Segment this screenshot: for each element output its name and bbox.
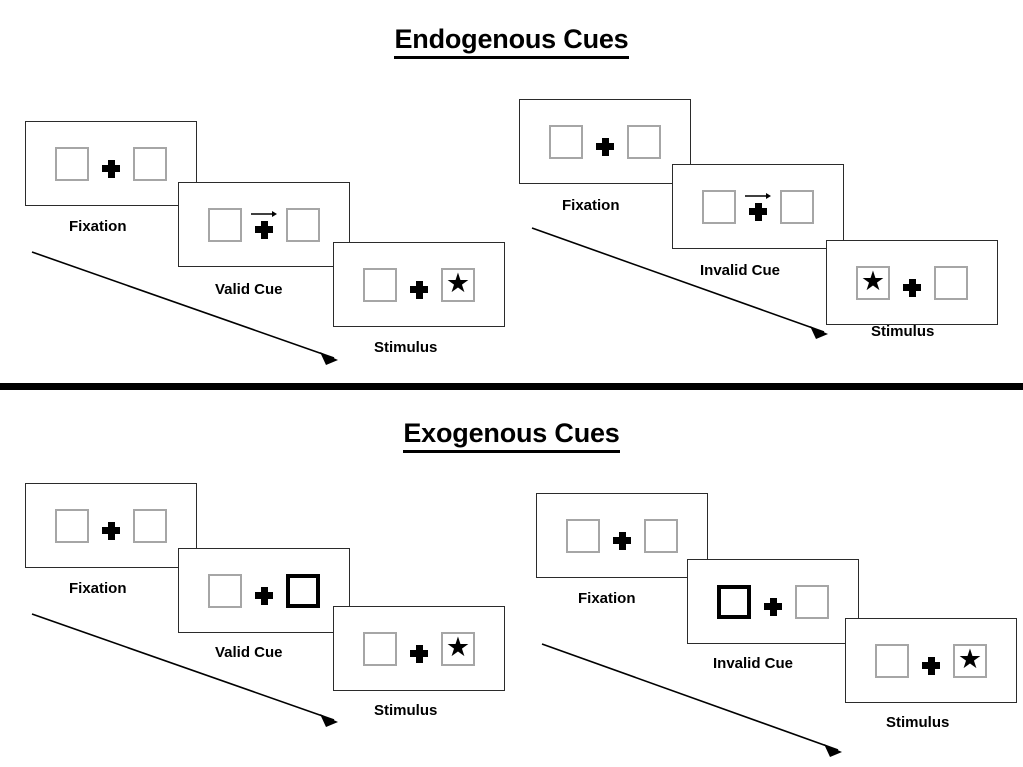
panel-exogenous-invalid-cue[interactable]: ★ ★ (687, 559, 859, 644)
right-box: ★ (627, 124, 661, 159)
panel-content: ★ ★ (549, 124, 661, 159)
panel-content: ★ ★ (363, 267, 475, 302)
panel-content: ★ ★ (208, 207, 320, 242)
flow-arrow-exogenous-valid (31, 613, 338, 727)
panel-endogenous-valid-stimulus[interactable]: ★ ★ (333, 242, 505, 327)
fixation-cross-icon (748, 202, 768, 222)
left-box: ★ (363, 631, 397, 666)
panel-exogenous-valid-stimulus[interactable]: ★ ★ (333, 606, 505, 691)
panel-label-endogenous-invalid-cue: Invalid Cue (700, 262, 781, 279)
right-box: ★ (441, 631, 475, 666)
section-title-exogenous: Exogenous Cues (0, 418, 1023, 453)
right-box: ★ (133, 508, 167, 543)
fixation-cross-icon (254, 586, 274, 606)
cue-slot (251, 208, 277, 242)
fixation-cross-icon (101, 521, 121, 541)
left-box: ★ (363, 267, 397, 302)
panel-endogenous-invalid-stimulus[interactable]: ★ ★ (826, 240, 998, 325)
star-icon: ★ (957, 644, 983, 674)
flow-arrow-endogenous-invalid (531, 227, 828, 339)
panel-content: ★ ★ (717, 584, 829, 619)
cue-slot (254, 574, 274, 608)
right-box: ★ (133, 146, 167, 181)
cue-slot (902, 266, 922, 300)
panel-label-exogenous-invalid-cue: Invalid Cue (713, 655, 794, 672)
left-box: ★ (549, 124, 583, 159)
right-box-cued: ★ (286, 573, 320, 608)
cue-slot (612, 519, 632, 553)
panel-content: ★ ★ (566, 518, 678, 553)
left-box: ★ (856, 265, 890, 300)
panel-content: ★ ★ (208, 573, 320, 608)
panel-label-exogenous-invalid-fixation: Fixation (578, 590, 636, 607)
right-box: ★ (286, 207, 320, 242)
panel-endogenous-valid-cue[interactable]: ★ ★ (178, 182, 350, 267)
arrow-right-icon (745, 192, 771, 199)
panel-endogenous-invalid-fixation[interactable]: ★ ★ (519, 99, 691, 184)
star-icon: ★ (445, 632, 471, 662)
left-box: ★ (566, 518, 600, 553)
right-box: ★ (953, 643, 987, 678)
fixation-cross-icon (101, 159, 121, 179)
left-box: ★ (208, 207, 242, 242)
left-box-cued: ★ (717, 584, 751, 619)
star-icon: ★ (445, 268, 471, 298)
cue-slot (409, 632, 429, 666)
cue-slot (101, 509, 121, 543)
panel-endogenous-invalid-cue[interactable]: ★ ★ (672, 164, 844, 249)
right-box: ★ (780, 189, 814, 224)
section-title-endogenous-text: Endogenous Cues (394, 24, 629, 59)
panel-label-endogenous-invalid-stimulus: Stimulus (871, 323, 935, 340)
right-box: ★ (934, 265, 968, 300)
fixation-cross-icon (921, 656, 941, 676)
fixation-cross-icon (254, 220, 274, 240)
panel-label-endogenous-valid-stimulus: Stimulus (374, 339, 438, 356)
cue-slot (409, 268, 429, 302)
panel-content: ★ ★ (875, 643, 987, 678)
section-title-exogenous-text: Exogenous Cues (403, 418, 620, 453)
section-title-endogenous: Endogenous Cues (0, 24, 1023, 59)
cue-slot (921, 644, 941, 678)
fixation-cross-icon (612, 531, 632, 551)
cue-slot (595, 125, 615, 159)
right-box: ★ (441, 267, 475, 302)
fixation-cross-icon (902, 278, 922, 298)
panel-endogenous-valid-fixation[interactable]: ★ ★ (25, 121, 197, 206)
panel-exogenous-valid-cue[interactable]: ★ ★ (178, 548, 350, 633)
panel-label-exogenous-valid-fixation: Fixation (69, 580, 127, 597)
cue-slot (763, 585, 783, 619)
panel-label-exogenous-valid-cue: Valid Cue (215, 644, 283, 661)
panel-content: ★ ★ (55, 146, 167, 181)
fixation-cross-icon (763, 597, 783, 617)
panel-label-endogenous-valid-cue: Valid Cue (215, 281, 283, 298)
arrow-right-icon (251, 210, 277, 217)
fixation-cross-icon (409, 644, 429, 664)
right-box: ★ (795, 584, 829, 619)
panel-content: ★ ★ (55, 508, 167, 543)
left-box: ★ (55, 146, 89, 181)
panel-content: ★ ★ (363, 631, 475, 666)
panel-label-exogenous-invalid-stimulus: Stimulus (886, 714, 950, 731)
left-box: ★ (702, 189, 736, 224)
flow-arrow-endogenous-valid (31, 251, 338, 365)
fixation-cross-icon (595, 137, 615, 157)
panel-exogenous-invalid-fixation[interactable]: ★ ★ (536, 493, 708, 578)
cue-slot (745, 190, 771, 224)
fixation-cross-icon (409, 280, 429, 300)
star-icon: ★ (860, 266, 886, 296)
left-box: ★ (208, 573, 242, 608)
panel-label-endogenous-invalid-fixation: Fixation (562, 197, 620, 214)
panel-label-endogenous-valid-fixation: Fixation (69, 218, 127, 235)
left-box: ★ (875, 643, 909, 678)
cue-slot (101, 147, 121, 181)
section-divider (0, 383, 1023, 390)
flow-arrow-exogenous-invalid (541, 643, 842, 757)
panel-content: ★ ★ (856, 265, 968, 300)
left-box: ★ (55, 508, 89, 543)
right-box: ★ (644, 518, 678, 553)
panel-content: ★ ★ (702, 189, 814, 224)
panel-label-exogenous-valid-stimulus: Stimulus (374, 702, 438, 719)
panel-exogenous-valid-fixation[interactable]: ★ ★ (25, 483, 197, 568)
panel-exogenous-invalid-stimulus[interactable]: ★ ★ (845, 618, 1017, 703)
